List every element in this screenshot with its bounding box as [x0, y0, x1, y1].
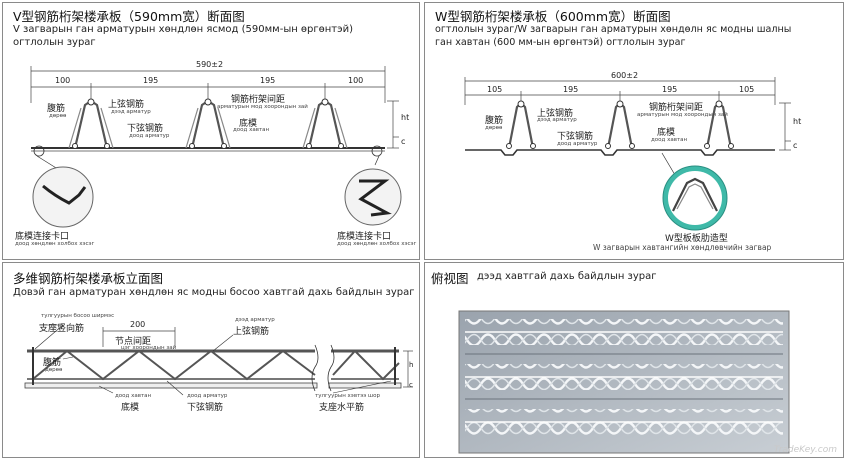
- dim-4: 105: [739, 85, 755, 94]
- height-label: h: [409, 361, 414, 369]
- lower-chord-label-mn: доод арматур: [557, 141, 598, 147]
- clip-left-label-mn: доод хөндлөн холбох хэсэг: [15, 241, 95, 247]
- panel-subtitle-line2: ган хавтан (600 мм-ын өргөнтэй) огтлолын…: [435, 37, 686, 48]
- web-label-mn: дөрөө: [49, 113, 67, 119]
- truss-spacing-label-mn: арматурын мод хоорондын зай: [637, 112, 728, 118]
- upper-chord-label-mn: дээд арматур: [537, 117, 577, 123]
- web-label-mn: дөрөө: [45, 367, 63, 373]
- dim-3: 195: [662, 85, 678, 94]
- clip-right-label: 底模连接卡口: [337, 232, 392, 242]
- dim-3: 195: [260, 76, 276, 85]
- base-label: 底模: [657, 128, 676, 138]
- panel-subtitle-line2: огтлолын зураг: [13, 37, 96, 48]
- panel-subtitle-line1: V загварын ган арматурын хөндлөн ясмод (…: [13, 24, 354, 35]
- cover-label: c: [409, 381, 413, 389]
- base-label: 底模: [239, 119, 258, 129]
- panel-title: 多维钢筋桁架楼承板立面图: [13, 271, 164, 286]
- height-label: ht: [401, 113, 410, 122]
- elevation-drawing: [24, 324, 413, 396]
- total-width-dimension: 590±2: [196, 60, 224, 69]
- web-label: 腹筋: [47, 104, 66, 114]
- upper-chord-label-mn: дээд арматур: [235, 317, 275, 323]
- dim-1: 105: [487, 85, 503, 94]
- support-horizontal-bar-label-mn: тулгуурын хэвтээ шор: [315, 393, 380, 399]
- support-horizontal-bar-label: 支座水平筋: [319, 403, 365, 413]
- upper-chord-label: 上弦钢筋: [108, 100, 145, 110]
- rib-shape-label-mn: W загварын хавтангийн хөндлөвчийн загвар: [593, 243, 772, 252]
- lower-chord-label: 下弦钢筋: [187, 403, 224, 413]
- panel-subtitle-line1: огтлолын зураг/W загварын ган арматурын …: [435, 24, 792, 35]
- lower-chord-label-mn: доод арматур: [129, 133, 170, 139]
- node-spacing-dimension: 200: [130, 320, 146, 329]
- web-label: 腹筋: [43, 358, 62, 368]
- base-label-mn: доод хавтан: [115, 393, 152, 399]
- web-label: 腹筋: [485, 116, 504, 126]
- panel-w-type-section: W型钢筋桁架楼承板（600mm宽）断面图 огтлолын зураг/W за…: [424, 2, 844, 260]
- lower-chord-label: 下弦钢筋: [557, 132, 594, 142]
- cover-label: c: [793, 141, 798, 150]
- support-vertical-bar-label: 支座竖向筋: [39, 324, 85, 334]
- panel-elevation: 多维钢筋桁架楼承板立面图 Довэй ган арматуран хөндлөн…: [2, 262, 420, 458]
- support-vertical-bar-label-mn: тулгуурын босоо ширмэс: [41, 313, 115, 319]
- web-label-mn: дөрөө: [485, 125, 503, 131]
- cover-label: c: [401, 137, 406, 146]
- v-type-section-drawing: [30, 66, 402, 228]
- dim-1: 100: [55, 76, 71, 85]
- panel-title: W型钢筋桁架楼承板（600mm宽）断面图: [435, 9, 671, 24]
- upper-chord-label: 上弦钢筋: [233, 327, 270, 337]
- clip-left-label: 底模连接卡口: [15, 232, 70, 242]
- panel-title: 俯视图: [431, 271, 469, 286]
- lower-chord-label-mn: доод арматур: [187, 393, 228, 399]
- panel-top-view: 俯视图 дээд хавтгай дахь байдлын зураг: [424, 262, 844, 458]
- watermark: TradeKey.com: [773, 445, 837, 455]
- clip-right-label-mn: доод хөндлөн холбох хэсэг: [337, 241, 417, 247]
- height-label: ht: [793, 117, 802, 126]
- truss-spacing-label-mn: арматурын мод хоорондын зай: [217, 104, 308, 110]
- total-width-dimension: 600±2: [611, 71, 639, 80]
- truss-spacing-label: 钢筋桁架间距: [649, 103, 704, 113]
- base-label-mn: доод хавтан: [651, 137, 688, 143]
- base-label-mn: доод хавтан: [233, 127, 270, 133]
- truss-spacing-label: 钢筋桁架间距: [231, 95, 286, 105]
- top-view-photo: [458, 310, 790, 454]
- base-label: 底模: [121, 403, 140, 413]
- rib-shape-label: W型板板肋造型: [665, 234, 728, 244]
- panel-v-type-section: V型钢筋桁架楼承板（590mm宽）断面图 V загварын ган арма…: [2, 2, 420, 260]
- dim-4: 100: [348, 76, 364, 85]
- upper-chord-label: 上弦钢筋: [537, 109, 574, 119]
- w-type-section-drawing: [464, 77, 791, 231]
- node-spacing-label: 节点间距: [115, 337, 152, 347]
- node-spacing-label-mn: цэг хоорондын зай: [121, 345, 177, 351]
- upper-chord-label-mn: дээд арматур: [111, 109, 151, 115]
- lower-chord-label: 下弦钢筋: [127, 124, 164, 134]
- panel-title: V型钢筋桁架楼承板（590mm宽）断面图: [13, 9, 245, 24]
- dim-2: 195: [143, 76, 159, 85]
- dim-2: 195: [563, 85, 579, 94]
- panel-subtitle: дээд хавтгай дахь байдлын зураг: [477, 271, 657, 282]
- panel-subtitle: Довэй ган арматуран хөндлөн яс модны бос…: [13, 287, 415, 298]
